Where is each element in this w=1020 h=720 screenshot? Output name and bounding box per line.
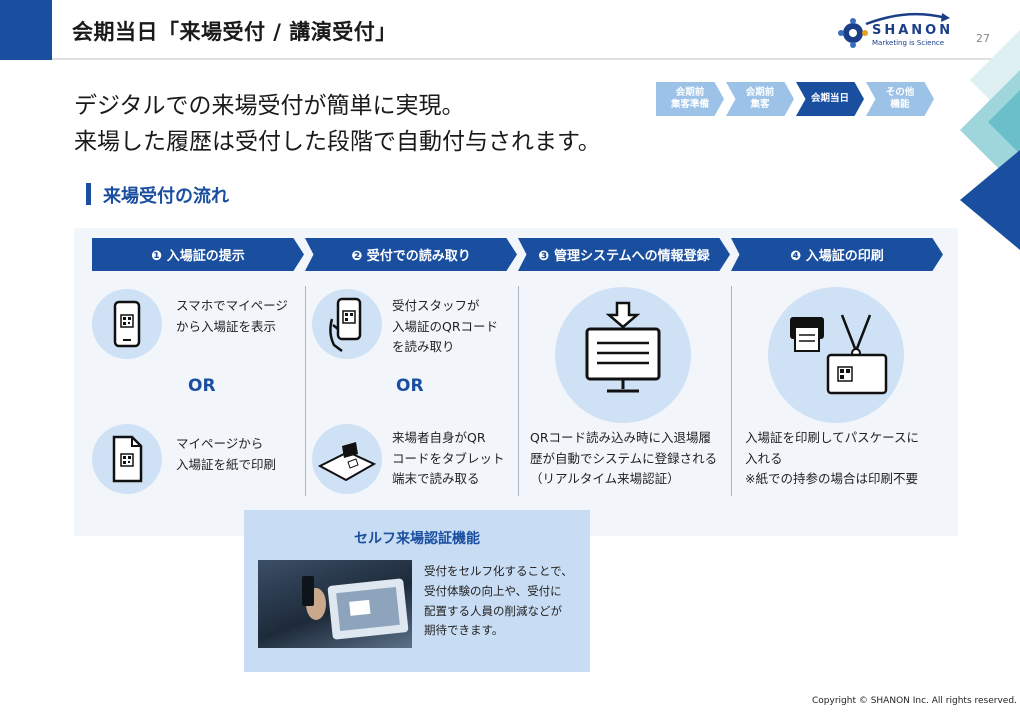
column-divider bbox=[731, 286, 732, 496]
flow-step-1-header: ❶ 入場証の提示 bbox=[92, 238, 304, 271]
phase-step-pre-attract: 会期前 集客 bbox=[726, 82, 794, 116]
slide-title: 会期当日「来場受付 / 講演受付」 bbox=[72, 20, 397, 44]
col1-option-a-text: スマホでマイページ から入場証を表示 bbox=[176, 298, 288, 334]
headline-line-2: 来場した履歴は受付した段階で自動付与されます。 bbox=[74, 129, 601, 155]
col4-text: 入場証を印刷してパスケースに 入れる ※紙での持参の場合は印刷不要 bbox=[745, 430, 920, 487]
flow-step-3-header: ❸ 管理システムへの情報登録 bbox=[518, 238, 730, 271]
col3-text: QRコード読み込み時に入退場履 歴が自動でシステムに登録される （リアルタイム来… bbox=[530, 430, 718, 487]
self-checkin-title: セルフ来場認証機能 bbox=[354, 531, 480, 547]
column-divider bbox=[518, 286, 519, 496]
shanon-logo: SHANON Marketing is Science bbox=[838, 12, 950, 50]
copyright-text: Copyright © SHANON Inc. All rights reser… bbox=[812, 696, 1017, 706]
header-accent-bar bbox=[0, 0, 52, 60]
col1-option-b-text: マイページから 入場証を紙で印刷 bbox=[176, 436, 277, 472]
tablet-scan-icon bbox=[312, 424, 382, 494]
printer-badge-icon bbox=[768, 287, 904, 423]
col2-or-label: OR bbox=[396, 376, 424, 396]
section-title-bar bbox=[86, 183, 91, 205]
self-checkin-photo bbox=[258, 560, 412, 648]
col2-option-a-text: 受付スタッフが 入場証のQRコード を読み取り bbox=[392, 298, 499, 355]
decorative-diamond-shapes bbox=[960, 30, 1020, 250]
column-divider bbox=[305, 286, 306, 496]
page-number: 27 bbox=[976, 32, 990, 45]
logo-wordmark: SHANON bbox=[872, 23, 954, 38]
phase-step-pre-prep: 会期前 集客準備 bbox=[656, 82, 724, 116]
logo-tagline: Marketing is Science bbox=[872, 39, 945, 47]
flow-step-4-header: ❹ 入場証の印刷 bbox=[731, 238, 943, 271]
col2-option-b-text: 来場者自身がQR コードをタブレット 端末で読み取る bbox=[392, 430, 505, 487]
header-divider bbox=[52, 58, 1020, 60]
smartphone-qr-icon bbox=[92, 289, 162, 359]
hand-phone-qr-icon bbox=[312, 289, 382, 359]
self-checkin-text: 受付をセルフ化することで、 受付体験の向上や、受付に 配置する人員の削減などが … bbox=[424, 564, 573, 638]
monitor-download-icon bbox=[555, 287, 691, 423]
phase-step-event-day: 会期当日 bbox=[796, 82, 864, 116]
logo-mark-icon bbox=[838, 12, 950, 48]
flow-step-2-header: ❷ 受付での読み取り bbox=[305, 238, 517, 271]
paper-qr-icon bbox=[92, 424, 162, 494]
headline-line-1: デジタルでの来場受付が簡単に実現。 bbox=[74, 93, 465, 119]
section-title: 来場受付の流れ bbox=[103, 186, 229, 207]
phase-step-other: その他 機能 bbox=[866, 82, 934, 116]
col1-or-label: OR bbox=[188, 376, 216, 396]
